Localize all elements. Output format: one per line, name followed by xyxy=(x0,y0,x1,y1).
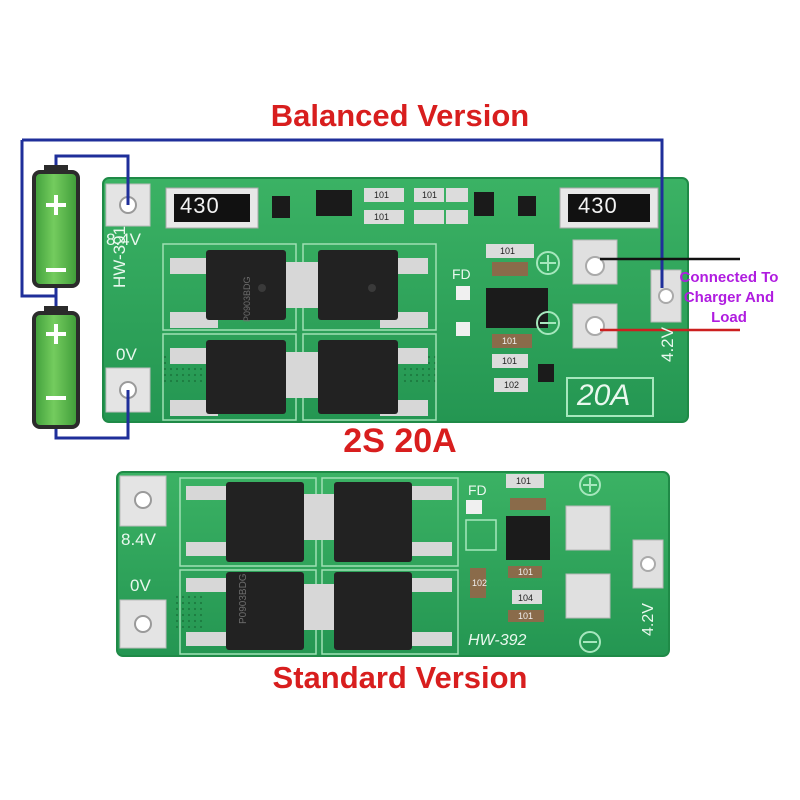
smd-code: 101 xyxy=(502,356,518,366)
smd-code: 101 xyxy=(502,336,518,346)
mosfet-marking: P0903BDG xyxy=(242,276,252,322)
small-ic xyxy=(316,190,352,216)
battery-top xyxy=(32,165,80,288)
resistor-left-code: 430 xyxy=(180,193,220,218)
mosfet-array xyxy=(179,477,459,655)
protection-ic xyxy=(486,288,548,328)
balanced-board xyxy=(102,177,689,423)
label-fd-standard: FD xyxy=(468,482,487,498)
label-84v-standard: 8.4V xyxy=(121,530,156,549)
callout-line-3: Load xyxy=(711,309,747,326)
smd-code: 101 xyxy=(518,567,534,577)
sot-chip xyxy=(518,196,536,216)
label-0v-balanced: 0V xyxy=(116,345,137,364)
sot-chip xyxy=(272,196,290,218)
smd-code: 101 xyxy=(374,190,390,200)
pad-plus xyxy=(572,239,618,285)
model-standard: HW-392 xyxy=(468,632,527,649)
smd-code: 101 xyxy=(500,246,516,256)
smd-code: 102 xyxy=(472,578,488,588)
balanced-version-title: Balanced Version xyxy=(270,98,530,133)
smd-code: 102 xyxy=(504,380,520,390)
label-fd-balanced: FD xyxy=(452,266,471,282)
label-42v-balanced: 4.2V xyxy=(658,327,677,362)
label-0v-standard: 0V xyxy=(130,576,151,595)
model-balanced: HW-391 xyxy=(110,225,129,288)
callout-line-1: Connected To xyxy=(679,269,779,286)
smd-code: 101 xyxy=(518,611,534,621)
battery-bottom xyxy=(32,306,80,429)
label-42v-standard: 4.2V xyxy=(640,603,657,636)
mosfet-marking: P0903BDG xyxy=(238,573,249,624)
balance-wiring xyxy=(20,138,664,440)
callout-line-2: Charger And xyxy=(683,289,775,306)
pad-42v xyxy=(632,539,664,589)
smd-code: 101 xyxy=(516,476,532,486)
smd-code: 101 xyxy=(374,212,390,222)
pad-minus xyxy=(565,573,611,619)
standard-board xyxy=(116,471,670,657)
pad-plus xyxy=(565,505,611,551)
standard-version-title: Standard Version xyxy=(272,660,528,695)
sot-chip xyxy=(474,192,494,216)
label-84v-balanced: 8.4V xyxy=(106,230,141,249)
mosfet-array xyxy=(162,243,437,421)
rating-title: 2S 20A xyxy=(343,422,457,460)
smd-code: 104 xyxy=(518,593,534,603)
pad-42v xyxy=(650,269,682,323)
protection-ic xyxy=(506,516,550,560)
connection-callout: Connected To Charger And Load xyxy=(662,268,796,328)
smd-code: 101 xyxy=(422,190,438,200)
rating-marking: 20A xyxy=(577,379,631,412)
resistor-right-code: 430 xyxy=(578,193,618,218)
